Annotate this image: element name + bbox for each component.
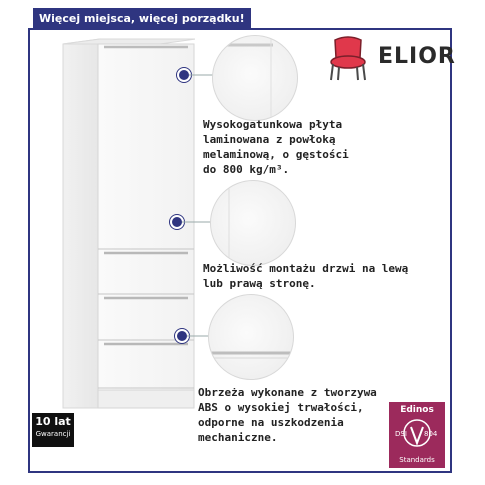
feature-text-edges: Obrzeża wykonane z tworzywa ABS o wysoki…: [198, 385, 388, 445]
feature-line: laminowana z powłoką: [203, 133, 336, 146]
feature-line: odporne na uszkodzenia: [198, 416, 344, 429]
brand-logo-text: ELIOR: [378, 44, 456, 69]
feature-line: ABS o wysokiej trwałości,: [198, 401, 364, 414]
feature-line: Wysokogatunkowa płyta: [203, 118, 343, 131]
edinos-subtitle: Standards: [399, 456, 435, 464]
feature-line: mechaniczne.: [198, 431, 278, 444]
chair-logo-icon: [330, 36, 366, 81]
feature-line: melaminową, o gęstości: [203, 148, 349, 161]
warranty-years: 10 lat: [35, 415, 71, 428]
cabinet-illustration: [62, 38, 195, 409]
feature-text-door: Możliwość montażu drzwi na lewą lub praw…: [203, 261, 451, 291]
zoom-material-panel: [212, 35, 298, 121]
feature-line: Obrzeża wykonane z tworzywa: [198, 386, 377, 399]
edinos-badge: Edinos DSI 804 Standards: [389, 402, 445, 468]
edinos-title: Edinos: [400, 405, 434, 415]
zoom-edge-panel: [208, 294, 294, 380]
feature-line: do 800 kg/m³.: [203, 163, 290, 176]
warranty-label: Gwarancji: [35, 430, 71, 438]
material-detail: [213, 36, 273, 120]
content-frame: [28, 28, 452, 473]
edge-detail: [209, 351, 293, 359]
feature-text-material: Wysokogatunkowa płyta laminowana z powło…: [203, 117, 443, 177]
zoom-door-panel: [210, 180, 296, 266]
feature-line: Możliwość montażu drzwi na lewą: [203, 262, 409, 275]
feature-line: lub prawą stronę.: [203, 277, 316, 290]
warranty-badge: 10 lat Gwarancji: [32, 413, 74, 447]
shield-icon: DSI 804: [395, 419, 438, 447]
edinos-std-right: 804: [424, 430, 438, 438]
door-detail: [228, 181, 230, 265]
edinos-std-left: DSI: [395, 430, 407, 438]
top-banner: Więcej miejsca, więcej porządku!: [33, 8, 251, 29]
banner-text: Więcej miejsca, więcej porządku!: [39, 12, 245, 25]
